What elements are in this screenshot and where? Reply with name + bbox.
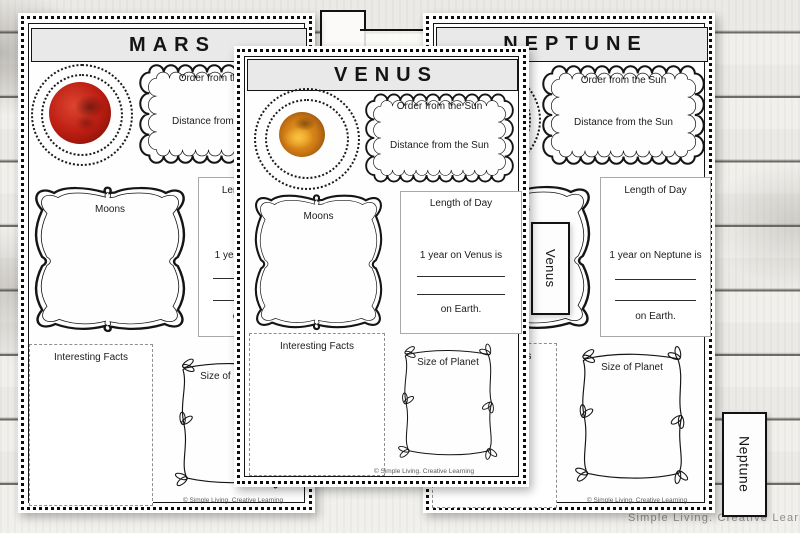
mars-copyright: © Simple Living. Creative Learning — [182, 497, 284, 504]
venus-facts-box: Interesting Facts — [249, 333, 385, 476]
neptune-order-label: Order from the Sun — [580, 75, 667, 86]
venus-size-label: Size of Planet — [417, 357, 479, 368]
neptune-tab: Neptune — [722, 412, 767, 517]
mars-title: MARS — [129, 33, 216, 56]
venus-copyright: © Simple Living. Creative Learning — [373, 468, 475, 475]
venus-order-frame: Order from the Sun Distance from the Sun — [365, 88, 514, 188]
neptune-title: NEPTUNE — [503, 33, 648, 55]
venus-answer-line-2 — [416, 294, 506, 295]
venus-distance-label: Distance from the Sun — [390, 140, 489, 151]
venus-tab: Venus — [531, 222, 570, 315]
venus-year-text: 1 year on Venus is — [419, 250, 503, 261]
mars-planet-ring-outer — [31, 64, 133, 166]
venus-moons-frame: Moons — [249, 191, 388, 331]
venus-order-label: Order from the Sun — [396, 101, 483, 112]
neptune-length-of-day-box: Length of Day 1 year on Neptune is on Ea… — [600, 177, 711, 337]
venus-moons-label: Moons — [303, 211, 334, 222]
venus-title-banner: VENUS — [247, 59, 518, 91]
neptune-size-frame: Size of Planet — [559, 337, 705, 495]
neptune-answer-line-1 — [615, 279, 696, 280]
mars-facts-box: Interesting Facts — [29, 344, 153, 506]
venus-facts-label: Interesting Facts — [280, 341, 354, 352]
neptune-length-label: Length of Day — [624, 185, 687, 196]
neptune-size-label: Size of Planet — [601, 362, 663, 373]
mars-order-label: Order from the Sun — [178, 73, 265, 84]
hidden-sheet-edge — [360, 29, 424, 51]
mars-size-label: Size of Planet — [200, 371, 262, 382]
venus-on-earth-label: on Earth. — [440, 304, 482, 315]
venus-size-frame: Size of Planet — [384, 336, 512, 469]
mars-distance-label: Distance from the Sun — [172, 116, 271, 127]
neptune-answer-line-2 — [615, 300, 696, 301]
neptune-on-earth-label: on Earth. — [635, 311, 676, 322]
venus-title: VENUS — [334, 63, 438, 86]
brand-watermark: Simple Living. Creative Learning — [628, 512, 800, 524]
neptune-distance-label: Distance from the Sun — [574, 117, 673, 128]
mars-moons-frame: Moons — [28, 183, 192, 333]
neptune-copyright: © Simple Living. Creative Learning — [586, 497, 688, 504]
venus-length-of-day-box: Length of Day 1 year on Venus is on Eart… — [400, 191, 522, 334]
worksheet-venus: VENUS Order from the Sun Distance from t… — [234, 46, 529, 487]
venus-length-label: Length of Day — [429, 198, 493, 209]
mars-facts-label: Interesting Facts — [54, 352, 128, 363]
venus-planet-image — [279, 112, 325, 157]
mars-planet-image — [49, 82, 111, 144]
mars-planet-ring-inner — [41, 74, 123, 156]
neptune-order-frame: Order from the Sun Distance from the Sun — [542, 59, 705, 171]
venus-answer-line-1 — [416, 276, 506, 277]
mars-moons-label: Moons — [94, 204, 125, 215]
neptune-year-text: 1 year on Neptune is — [609, 250, 702, 261]
